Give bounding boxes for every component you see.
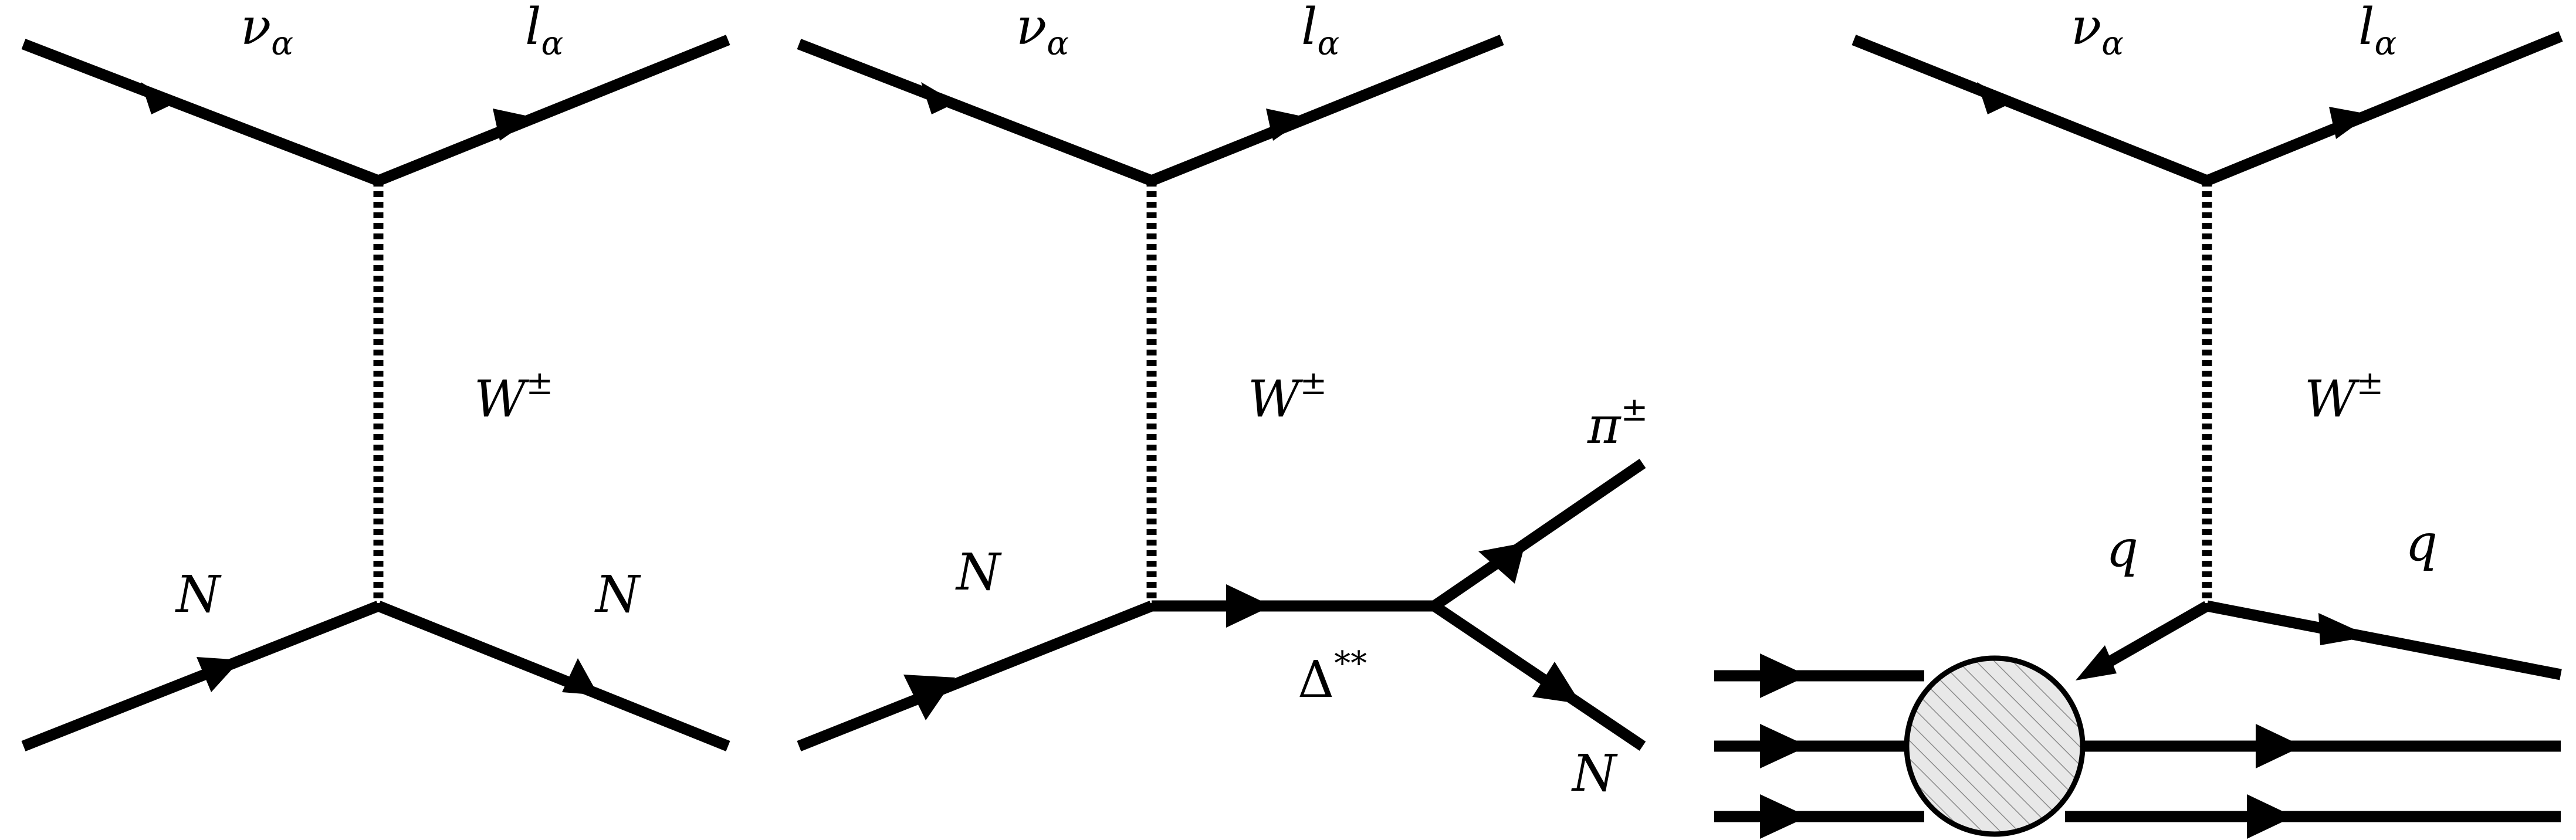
d3-label-quark-in: q xyxy=(2106,520,2138,578)
d2-lepton-arrow xyxy=(1266,109,1307,141)
d2-nucleon-out-arrow xyxy=(1532,662,1581,704)
d1-label-lepton: lα xyxy=(525,0,563,63)
d2-neutrino-line xyxy=(797,39,1154,186)
d3-proton-blob xyxy=(1904,655,2086,837)
d2-label-nu: να xyxy=(1016,0,1069,63)
d3-quark-out-arrow xyxy=(2318,613,2370,645)
d2-lepton-line xyxy=(1149,35,1504,186)
d1-label-nu: να xyxy=(241,0,293,63)
d3-neutrino-line xyxy=(1851,35,2209,186)
d1-nucleon-in-line xyxy=(21,601,381,751)
d1-neutrino-line xyxy=(21,39,381,186)
d2-nucleon-out-line xyxy=(1431,601,1646,751)
d2-nucleon-in-line xyxy=(797,601,1154,751)
diagram-1-elastic-scattering: να lα W± N N xyxy=(21,0,730,751)
d2-label-nucleon-out: N xyxy=(1571,744,1618,803)
d3-lepton-line xyxy=(2205,31,2563,186)
d1-lepton-arrow xyxy=(493,109,534,141)
d3-label-nu: να xyxy=(2071,0,2124,63)
d3-quark-in-line xyxy=(2094,601,2210,674)
diagram-2-resonance-production: να lα W± N Δ** π± N xyxy=(797,0,1648,803)
d2-label-lepton: lα xyxy=(1301,0,1339,63)
d1-nucleon-out-arrow xyxy=(562,658,598,695)
d2-label-pion: π± xyxy=(1587,391,1648,455)
d3-parton-3-out-arrow xyxy=(2247,794,2294,839)
d2-label-delta: Δ** xyxy=(1298,645,1367,709)
d1-neutrino-arrow xyxy=(141,82,176,114)
d3-quark-out-line xyxy=(2206,600,2562,680)
d2-nucleon-in-arrow xyxy=(903,675,955,720)
d3-label-quark-out: q xyxy=(2405,514,2438,573)
d1-label-nucleon-out: N xyxy=(594,565,641,624)
d1-nucleon-out-line xyxy=(376,601,730,751)
d3-label-w: W± xyxy=(2304,364,2384,429)
d1-label-w: W± xyxy=(474,364,553,429)
d2-label-nucleon-in: N xyxy=(955,543,1002,602)
d1-lepton-line xyxy=(376,35,730,186)
d3-lepton-arrow xyxy=(2329,107,2370,139)
diagram-3-deep-inelastic: να lα W± q q xyxy=(1714,0,2563,839)
d3-parton-2-arrow xyxy=(1760,724,1808,768)
d3-quark-in-arrow xyxy=(2076,645,2117,680)
d2-delta-arrow xyxy=(1226,584,1272,628)
d1-label-nucleon-in: N xyxy=(175,565,222,624)
d2-pion-arrow xyxy=(1478,543,1525,584)
d2-pion-line xyxy=(1431,459,1646,611)
d3-label-lepton: lα xyxy=(2358,0,2396,63)
d3-parton-2-out-arrow xyxy=(2256,724,2303,768)
d2-neutrino-arrow xyxy=(921,82,956,114)
d3-neutrino-arrow xyxy=(1977,82,2012,114)
d2-label-w: W± xyxy=(1248,364,1327,429)
d3-parton-1-arrow xyxy=(1760,653,1808,698)
d1-nucleon-in-arrow xyxy=(197,657,241,692)
d3-parton-3-arrow xyxy=(1760,794,1808,839)
